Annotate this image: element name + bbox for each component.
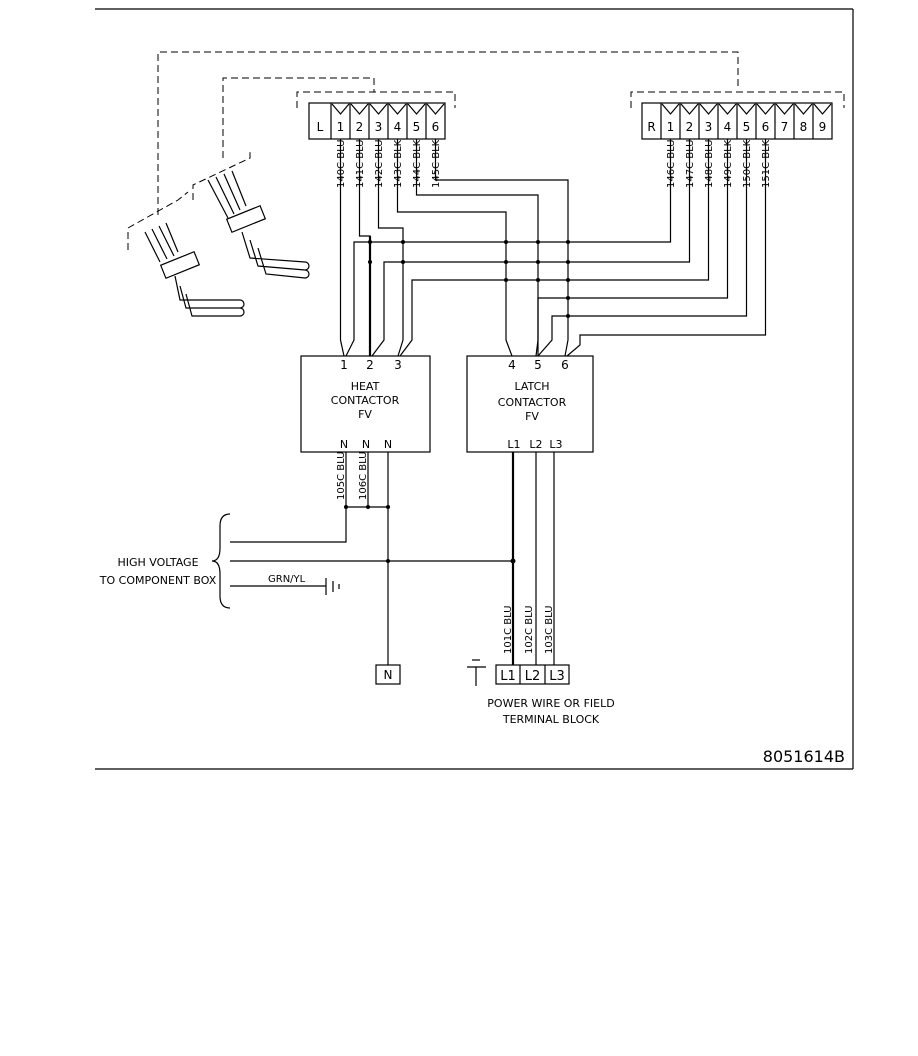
latch-contactor-fv: FV — [525, 410, 539, 423]
right-strip-pin-8: 8 — [800, 120, 808, 134]
dashed-connector-outlines — [127, 51, 845, 250]
heating-element-right-icon — [207, 170, 310, 279]
wire-label-148c: 148C BLU — [704, 139, 715, 188]
high-voltage-brace: GRN/YL HIGH VOLTAGE TO COMPONENT BOX — [99, 513, 340, 609]
power-wiring: 101C BLU 102C BLU 103C BLU — [230, 452, 555, 665]
left-strip-wires — [339, 139, 569, 357]
wire-label-144c: 144C BLK — [412, 139, 423, 188]
frame — [95, 8, 854, 770]
latch-contactor-subtitle: CONTACTOR — [498, 396, 567, 409]
terminal-block-caption-1: POWER WIRE OR FIELD — [487, 697, 614, 710]
right-strip-pin-6: 6 — [762, 120, 770, 134]
wire-label-105c: 105C BLU — [336, 451, 347, 500]
wire-label-146c: 146C BLU — [666, 139, 677, 188]
wire-label-140c: 140C BLU — [336, 139, 347, 188]
right-strip-pin-4: 4 — [724, 120, 732, 134]
heat-contactor-title: HEAT — [351, 380, 380, 393]
wire-label-150c: 150C BLK — [742, 139, 753, 188]
latch-contactor-pin-4: 4 — [508, 358, 516, 372]
left-strip-pin-6: 6 — [432, 120, 440, 134]
left-strip-pin-3: 3 — [375, 120, 383, 134]
latch-contactor: 4 5 6 LATCH CONTACTOR FV L1 L2 L3 — [466, 355, 594, 453]
terminal-block-l2: L2 — [525, 669, 541, 684]
ground-wire-label: GRN/YL — [268, 574, 306, 585]
wire-crossovers — [368, 240, 570, 318]
wire-label-149c: 149C BLK — [723, 139, 734, 188]
heat-contactor-n-3: N — [384, 438, 392, 451]
left-terminal-strip: L 1 2 3 4 5 6 — [308, 102, 446, 140]
left-wire-labels: 140C BLU 141C BLU 142C BLU 143C BLK 144C… — [336, 139, 442, 188]
right-terminal-strip: R 1 2 3 4 5 6 7 8 9 — [641, 102, 833, 140]
left-strip-pin-2: 2 — [356, 120, 364, 134]
heat-contactor: 1 2 3 HEAT CONTACTOR FV N N N — [300, 355, 431, 453]
left-strip-pin-5: 5 — [413, 120, 421, 134]
wire-label-142c: 142C BLU — [374, 139, 385, 188]
right-strip-pin-5: 5 — [743, 120, 751, 134]
latch-contactor-title: LATCH — [514, 380, 549, 393]
heat-contactor-n-2: N — [362, 438, 370, 451]
right-strip-pin-3: 3 — [705, 120, 713, 134]
right-strip-pin-1: 1 — [667, 120, 675, 134]
heating-element-left-icon — [144, 222, 245, 317]
heat-contactor-fv: FV — [358, 408, 372, 421]
heat-contactor-n-1: N — [340, 438, 348, 451]
heat-contactor-subtitle: CONTACTOR — [331, 394, 400, 407]
left-strip-pin-4: 4 — [394, 120, 402, 134]
heat-contactor-pin-2: 2 — [366, 358, 374, 372]
high-voltage-label: HIGH VOLTAGE — [117, 556, 198, 569]
wire-label-151c: 151C BLK — [761, 139, 772, 188]
ground-icon — [467, 659, 486, 686]
right-strip-wires — [345, 139, 767, 357]
wire-label-102c: 102C BLU — [524, 605, 535, 654]
drawing-number: 8051614B — [763, 747, 845, 766]
wire-label-143c: 143C BLK — [393, 139, 404, 188]
left-strip-head: L — [317, 120, 324, 134]
wire-label-147c: 147C BLU — [685, 139, 696, 188]
terminal-block-caption-2: TERMINAL BLOCK — [502, 713, 600, 726]
left-strip-pin-1: 1 — [337, 120, 345, 134]
heat-contactor-pin-1: 1 — [340, 358, 348, 372]
right-strip-pin-9: 9 — [819, 120, 827, 134]
component-box-label: TO COMPONENT BOX — [99, 574, 217, 587]
latch-contactor-pin-6: 6 — [561, 358, 569, 372]
neutral-terminal: N — [375, 664, 401, 685]
neutral-terminal-label: N — [384, 668, 393, 682]
right-strip-head: R — [647, 120, 655, 134]
wire-label-141c: 141C BLU — [355, 139, 366, 188]
wire-label-106c: 106C BLU — [358, 451, 369, 500]
terminal-block-l1: L1 — [500, 669, 516, 684]
wire-label-103c: 103C BLU — [544, 605, 555, 654]
heat-contactor-pin-3: 3 — [394, 358, 402, 372]
terminal-block-l3: L3 — [549, 669, 565, 684]
latch-contactor-l1: L1 — [507, 438, 520, 451]
wire-label-145c: 145C BLK — [431, 139, 442, 188]
field-terminal-block: L1 L2 L3 POWER WIRE OR FIELD TERMINAL BL… — [487, 664, 615, 726]
latch-contactor-pin-5: 5 — [534, 358, 542, 372]
right-wire-labels: 146C BLU 147C BLU 148C BLU 149C BLK 150C… — [666, 139, 772, 188]
right-strip-pin-7: 7 — [781, 120, 789, 134]
right-strip-pin-2: 2 — [686, 120, 694, 134]
latch-contactor-l2: L2 — [529, 438, 542, 451]
neutral-wiring: 105C BLU 106C BLU — [230, 451, 390, 665]
wire-label-101c: 101C BLU — [503, 605, 514, 654]
latch-contactor-l3: L3 — [549, 438, 562, 451]
